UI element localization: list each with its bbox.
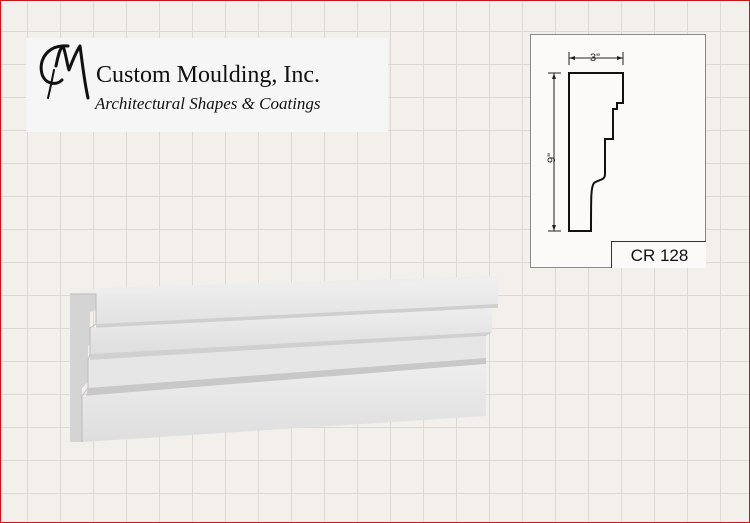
moulding-3d-render-icon [70,276,498,442]
cm-monogram-logo-icon [39,44,90,100]
product-code-box: CR 128 [611,241,706,268]
profile-drawing-card: 3" 9" CR 128 [530,34,706,268]
height-dimension-label: 9" [546,152,559,164]
profile-drawing-icon [548,52,624,232]
company-name: Custom Moulding, Inc. [96,62,321,88]
company-tagline: Architectural Shapes & Coatings [95,94,321,113]
width-dimension-label: 3" [590,52,601,64]
logo-panel: Custom Moulding, Inc. Architectural Shap… [26,38,388,132]
product-code: CR 128 [630,246,689,265]
